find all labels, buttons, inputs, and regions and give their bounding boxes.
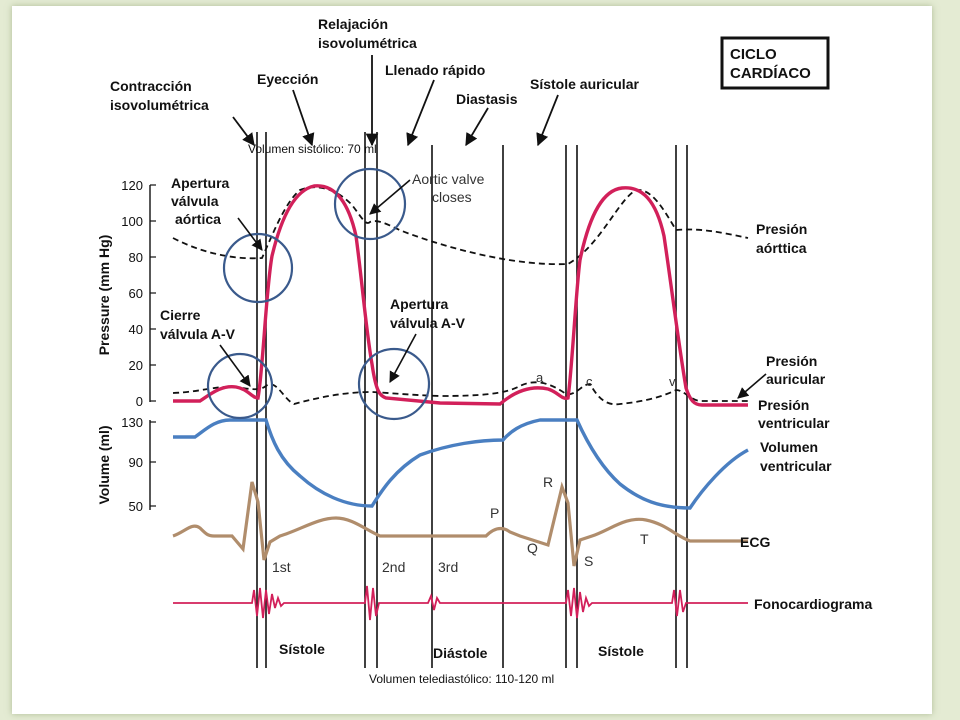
label-volumen-ventricular-2: ventricular [760,458,832,474]
label-apertura-av-1: Apertura [390,296,449,312]
bottom-label-sistole-1: Sístole [279,641,325,657]
pressure-tick-0: 0 [136,394,143,409]
circle-cierre-av [206,352,274,420]
arrow-llenado [406,79,435,147]
circle-aortic-valve-closes [333,167,407,241]
aortic-pressure-trace [172,186,749,266]
arrow-diastasis [465,107,489,147]
label-fonocardiograma: Fonocardiograma [754,596,872,612]
ecg-wave-t: T [640,531,649,547]
volume-tick-130: 130 [121,415,143,430]
label-presion-ventricular-2: ventricular [758,415,830,431]
ventricular-pressure-trace [173,184,748,407]
volume-tick-50: 50 [129,499,143,514]
phase-label-sistole-auricular: Sístole auricular [530,76,639,92]
bottom-label-sistole-2: Sístole [598,643,644,659]
label-apertura-aortica-3: aórtica [175,211,221,227]
volume-axis: 130 90 50 Volume (ml) [96,415,156,514]
ecg-wave-s: S [584,553,593,569]
wave-c: c [586,374,593,389]
arrow-apertura-av [389,333,417,383]
heart-sound-2nd: 2nd [382,559,405,575]
arrow-aortic-closes [369,179,411,215]
pressure-tick-60: 60 [129,286,143,301]
phase-label-isovolumetrica-2: isovolumétrica [318,35,417,51]
slide-panel [12,6,932,714]
atrial-pressure-trace [172,381,748,406]
label-volumen-ventricular-1: Volumen [760,439,818,455]
label-aortic-closes-1: Aortic valve [412,171,485,187]
wave-v: v [669,374,676,389]
volume-axis-title: Volume (ml) [96,425,112,504]
phase-divider-lines [256,132,688,668]
label-presion-aortica-1: Presión [756,221,807,237]
circle-apertura-av [357,347,431,421]
label-presion-ventricular-1: Presión [758,397,809,413]
phase-label-diastasis: Diastasis [456,91,518,107]
pressure-tick-80: 80 [129,250,143,265]
title-line-2: CARDÍACO [730,65,811,82]
pressure-tick-20: 20 [129,358,143,373]
label-presion-auricular-1: Presión [766,353,817,369]
label-cierre-av-1: Cierre [160,307,201,323]
ventricular-volume-trace [173,418,749,510]
label-apertura-av-2: válvula A-V [390,315,466,331]
title-box [720,36,830,90]
label-presion-auricular-2: auricular [766,371,826,387]
arrow-cierre-av [219,344,251,387]
arrow-presion-auricular [737,373,767,399]
phase-label-relajacion: Relajación [318,16,388,32]
ecg-trace [172,481,748,567]
circle-apertura-aortica [222,232,294,304]
label-ecg: ECG [740,534,770,550]
heart-sound-3rd: 3rd [438,559,458,575]
phase-label-contraccion: Contracción [110,78,192,94]
phase-label-isovolumetrica-1: isovolumétrica [110,97,209,113]
heart-sound-1st: 1st [272,559,291,575]
pressure-axis-title: Pressure (mm Hg) [96,235,112,356]
ecg-wave-r: R [543,474,553,490]
note-volumen-telediastolico: Volumen telediastólico: 110-120 ml [369,672,554,686]
label-aortic-closes-2: closes [432,189,472,205]
phase-label-eyeccion: Eyección [257,71,318,87]
label-cierre-av-2: válvula A-V [160,326,236,342]
arrow-eyeccion [292,89,315,147]
label-presion-aortica-2: aórttica [756,240,807,256]
label-apertura-aortica-1: Apertura [171,175,230,191]
bottom-label-diastole: Diástole [433,645,488,661]
pressure-tick-100: 100 [121,214,143,229]
wave-a: a [536,370,544,385]
ecg-wave-p: P [490,505,499,521]
volume-tick-90: 90 [129,455,143,470]
note-volumen-sistolico: Volumen sistólico: 70 ml [248,142,377,156]
title-line-1: CICLO [730,46,777,63]
arrow-contraccion [232,116,255,147]
arrow-apertura-aortica [237,217,263,251]
phase-label-llenado: Llenado rápido [385,62,485,78]
label-apertura-aortica-2: válvula [171,193,219,209]
pressure-tick-120: 120 [121,178,143,193]
pressure-axis: 120 100 80 60 40 20 0 Pressure (mm Hg) [96,178,156,409]
phonocardiogram-trace [173,585,748,621]
arrow-sistole-auricular [536,94,559,147]
ecg-wave-q: Q [527,540,538,556]
pressure-tick-40: 40 [129,322,143,337]
